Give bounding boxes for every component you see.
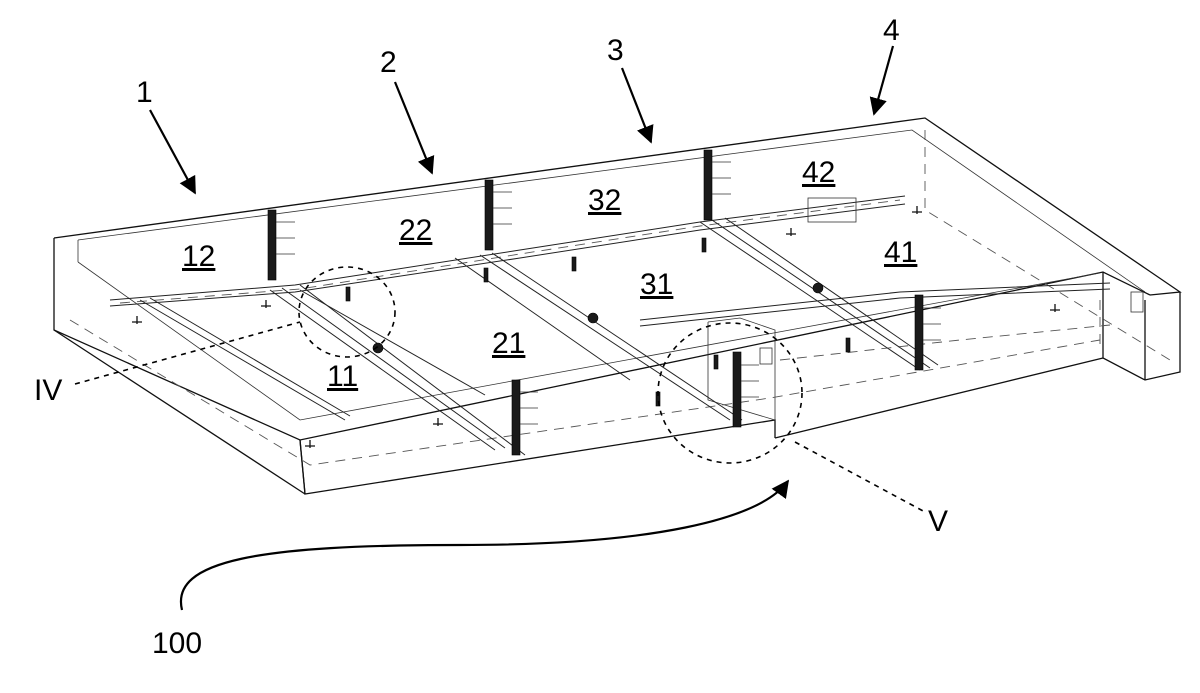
arrow-icon — [395, 82, 432, 173]
assembly-label: 100 — [152, 627, 202, 660]
slab-right-end — [1103, 272, 1180, 380]
panel-label-21: 21 — [492, 327, 525, 360]
post-5 — [733, 352, 759, 427]
module-label-1: 1 — [136, 76, 153, 109]
detail-circle-icon — [658, 323, 802, 463]
end-connector — [1131, 292, 1143, 312]
post-2 — [485, 180, 512, 250]
post-1 — [268, 210, 295, 280]
arrow-icon — [181, 481, 788, 610]
panel-label-31: 31 — [640, 268, 673, 301]
panel-label-12: 12 — [182, 240, 215, 273]
arrow-icon — [150, 110, 195, 193]
slab-step — [775, 358, 1103, 438]
rear-rail-slots — [780, 325, 1110, 360]
slab-front-face — [300, 420, 775, 494]
post-3 — [704, 150, 731, 220]
module-label-2: 2 — [380, 46, 397, 79]
front-corner — [300, 440, 305, 494]
detail-label-iv: IV — [34, 374, 62, 407]
module-label-4: 4 — [883, 14, 900, 47]
slab-left-face — [54, 330, 305, 494]
front-rail — [110, 196, 905, 300]
panel-label-22: 22 — [399, 214, 432, 247]
detail-v-leader — [795, 442, 925, 512]
slab-assembly — [54, 118, 1180, 494]
panel-label-11: 11 — [327, 360, 358, 393]
panel-label-32: 32 — [588, 184, 621, 217]
panel-label-42: 42 — [802, 156, 835, 189]
arrow-icon — [622, 68, 651, 142]
detail-iv-leader — [75, 322, 300, 384]
panel-label-41: 41 — [884, 236, 917, 269]
arrow-icon — [874, 46, 893, 114]
module-label-3: 3 — [607, 34, 624, 67]
detail-label-v: V — [928, 505, 948, 538]
